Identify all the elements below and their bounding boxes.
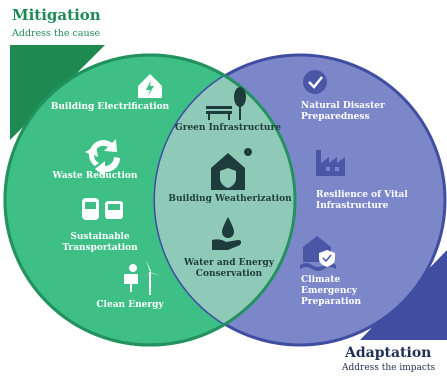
mitigation-title: Mitigation [12,6,101,24]
house-shield-icon [211,148,252,190]
adaptation-subtitle: Address the impacts [342,363,436,373]
label-waste-reduction: Waste Reduction [52,171,138,181]
mitigation-subtitle: Address the cause [12,28,101,39]
label-sustainable-transportation: Sustainable Transportation [62,232,138,253]
overlap-region [155,55,295,345]
recycle-icon [85,139,121,177]
checkmark-icon [303,70,327,94]
train-bus-icon [82,198,123,220]
solar-wind-icon [124,260,161,295]
factory-icon [316,150,345,176]
label-building-weatherization: Building Weatherization [168,194,292,204]
label-building-electrification: Building Electrification [50,102,170,112]
label-green-infrastructure: Green Infrastructure [175,123,281,133]
label-climate-emergency-preparation: Climate Emergency Preparation [301,275,362,307]
hand-water-drop-icon [212,217,242,250]
house-bolt-icon [138,74,162,98]
flood-house-shield-icon [300,236,336,271]
adaptation-title: Adaptation [345,345,432,361]
label-natural-disaster-preparedness: Natural Disaster Preparedness [301,101,385,122]
bench-tree-icon [206,87,246,120]
label-water-energy-conservation: Water and Energy Conservation [183,258,275,279]
label-resilience-vital-infrastructure: Resilience of Vital Infrastructure [316,190,408,211]
label-clean-energy: Clean Energy [96,300,164,310]
